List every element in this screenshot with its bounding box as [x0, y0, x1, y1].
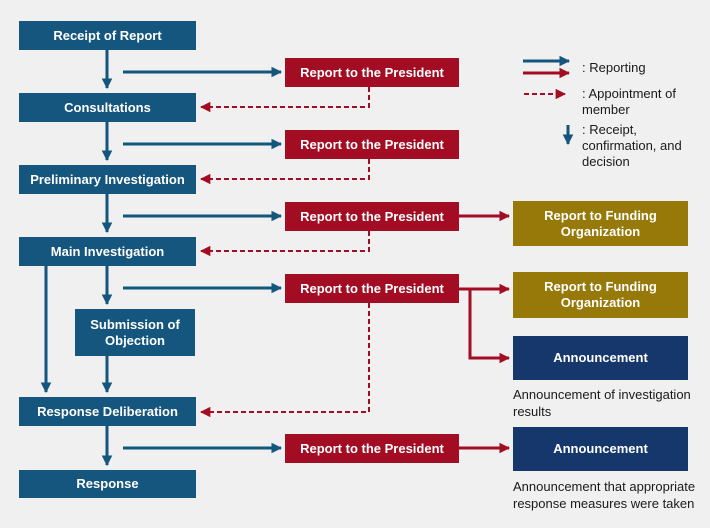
blue-reporting-arrows [123, 66, 283, 454]
funding-report-box-2: Report to Funding Organization [513, 272, 688, 318]
announcement-box-1: Announcement [513, 336, 688, 380]
legend-label-receipt: : Receipt, confirmation, and decision [582, 122, 682, 169]
flow-step-receipt-of-report: Receipt of Report [19, 21, 196, 50]
announcement-box-2: Announcement [513, 427, 688, 471]
report-to-president-box-5: Report to the President [285, 434, 459, 463]
flow-step-submission-of-objection: Submission of Objection [75, 309, 195, 356]
caption-investigation-results: Announcement of investigation results [513, 387, 691, 419]
flow-step-preliminary-investigation: Preliminary Investigation [19, 165, 196, 194]
report-to-president-box-1: Report to the President [285, 58, 459, 87]
flow-step-main-investigation: Main Investigation [19, 237, 196, 266]
legend-label-appointment: : Appointment of member [582, 86, 676, 117]
report-to-president-box-4: Report to the President [285, 274, 459, 303]
legend-label-reporting: : Reporting [582, 60, 646, 75]
red-reporting-arrows [459, 210, 511, 454]
legend-reporting-arrows-icon [523, 55, 571, 79]
caption-response-measures: Announcement that appropriate response m… [513, 479, 696, 511]
flow-step-consultations: Consultations [19, 93, 196, 122]
flow-step-response-deliberation: Response Deliberation [19, 397, 196, 426]
funding-report-box-1: Report to Funding Organization [513, 201, 688, 246]
report-to-president-box-3: Report to the President [285, 202, 459, 231]
flow-step-response: Response [19, 470, 196, 498]
appointment-dashed-arrows [199, 87, 370, 418]
report-to-president-box-2: Report to the President [285, 130, 459, 159]
receipt-confirmation-arrows [40, 50, 113, 467]
